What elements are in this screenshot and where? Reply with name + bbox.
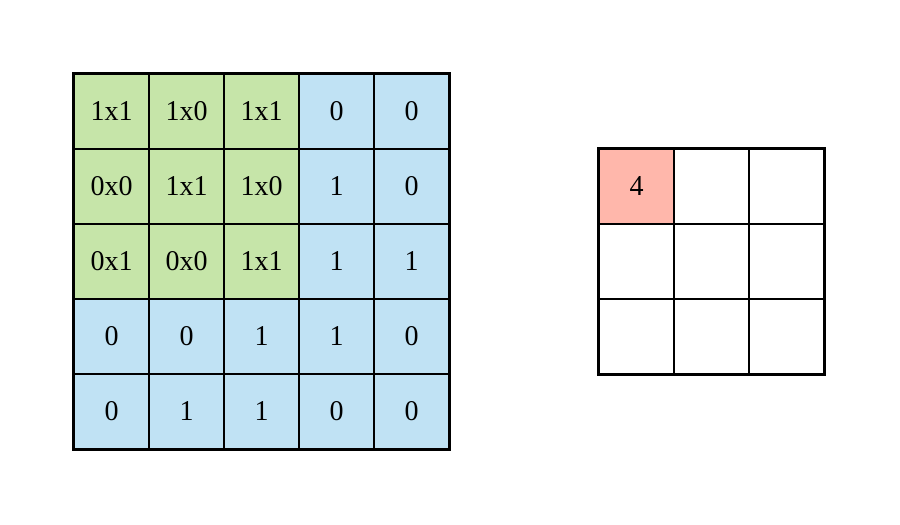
matrix-cell: 1x1 [74, 74, 149, 149]
matrix-cell: 0 [374, 374, 449, 449]
matrix-cell: 0 [374, 149, 449, 224]
matrix-cell [674, 149, 749, 224]
matrix-cell [674, 224, 749, 299]
matrix-cell [674, 299, 749, 374]
matrix-cell: 1 [299, 224, 374, 299]
matrix-cell [749, 149, 824, 224]
matrix-cell: 1x0 [224, 149, 299, 224]
matrix-cell [749, 299, 824, 374]
matrix-cell [749, 224, 824, 299]
matrix-cell: 0x0 [74, 149, 149, 224]
matrix-cell: 0 [149, 299, 224, 374]
output-feature-map: 4 [597, 147, 826, 376]
matrix-cell: 1 [299, 149, 374, 224]
matrix-cell: 4 [599, 149, 674, 224]
matrix-cell: 1 [299, 299, 374, 374]
matrix-cell: 1x1 [149, 149, 224, 224]
matrix-cell: 1 [374, 224, 449, 299]
matrix-cell: 0 [374, 299, 449, 374]
matrix-cell: 0 [74, 299, 149, 374]
matrix-cell: 1 [224, 374, 299, 449]
matrix-cell: 1x1 [224, 74, 299, 149]
matrix-cell: 0x1 [74, 224, 149, 299]
matrix-cell: 1x0 [149, 74, 224, 149]
matrix-cell: 1 [149, 374, 224, 449]
matrix-cell: 0 [74, 374, 149, 449]
matrix-cell: 1 [224, 299, 299, 374]
matrix-cell: 0 [299, 374, 374, 449]
matrix-cell: 0 [299, 74, 374, 149]
matrix-cell: 0x0 [149, 224, 224, 299]
matrix-cell [599, 224, 674, 299]
matrix-cell: 1x1 [224, 224, 299, 299]
matrix-cell: 0 [374, 74, 449, 149]
matrix-cell [599, 299, 674, 374]
